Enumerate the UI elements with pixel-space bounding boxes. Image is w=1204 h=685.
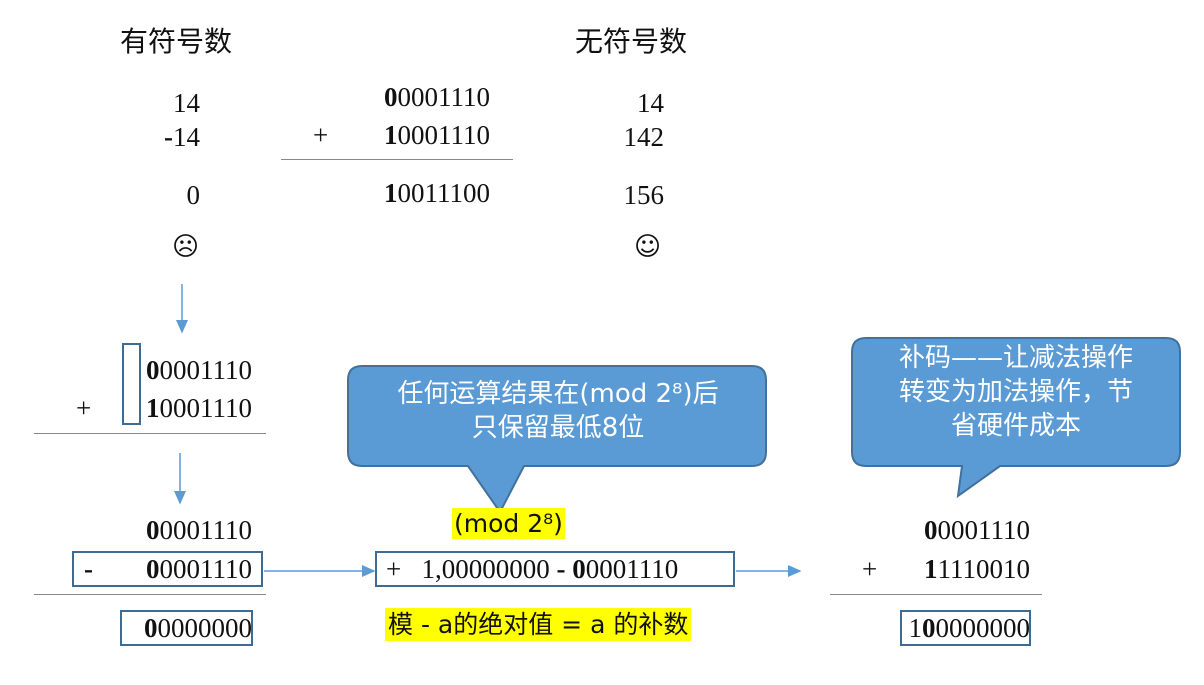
signed-value-b: -14 [164,124,200,151]
binary-sum-top: 10011100 [384,180,490,207]
bottom-operand-a: 00001110 [146,517,252,544]
right-sum-result-box [900,610,1031,646]
complement-definition: 模 - a的绝对值 = a 的补数 [385,608,692,641]
difference-rule [34,594,266,595]
plus-operator-expression: + [386,554,402,584]
result-bits: 0011100 [397,178,491,208]
difference-result: 00000000 [144,615,252,642]
signed-value-a: 14 [173,88,200,118]
magnitude-bits: 0001110 [159,393,253,423]
sign-bit: 1 [384,120,398,150]
unsigned-value-a: 14 [637,88,664,118]
unsigned-result: 156 [623,180,665,210]
signed-result: 0 [186,180,201,210]
modulus-value: 1,00000000 [421,554,550,584]
callout-complement-line-3: 省硬件成本 [950,410,1081,441]
minus-operator-expression: - [556,554,566,584]
complement-expression-box [375,551,735,587]
signed-title: 有符号数 [120,25,233,58]
unsigned-value-b: 142 [623,122,665,152]
sign-bit: 0 [146,355,160,385]
callout-complement-shape [851,337,1181,499]
magnitude-bits: 0001110 [159,515,253,545]
sign-bit: 0 [924,515,938,545]
callout-complement-text: 补码——让减法操作 转变为加法操作，节 省硬件成本 [856,342,1176,443]
mid-operand-b: 10001110 [146,395,252,422]
callout-mod-shape [347,365,767,514]
binary-operand-b: 10001110 [384,122,490,149]
result-bits: 0000000 [935,613,1031,643]
mid-operand-a: 00001110 [146,357,252,384]
magnitude-bits: 1110010 [937,554,1031,584]
sign-bit: 0 [144,613,158,643]
sign-bit: 0 [922,613,936,643]
sign-bit: 0 [146,515,160,545]
magnitude-bits: 0001110 [159,355,253,385]
callout-mod-line-2: 只保留最低8位 [471,412,645,443]
callout-mod-line-1: 任何运算结果在(mod 2⁸)后 [397,379,719,409]
callout-mod-text: 任何运算结果在(mod 2⁸)后 只保留最低8位 [356,378,760,446]
sign-bit: 1 [146,393,160,423]
callout-complement-line-1: 补码——让减法操作 [898,343,1133,373]
minus-operator: - [84,554,93,584]
plus-operator-top: + [313,120,329,150]
complement-expression: + 1,00000000 - 00001110 [386,556,678,583]
plus-operator-right: + [862,554,878,584]
magnitude-bits: 0001110 [397,120,491,150]
difference-result-box [120,610,253,646]
signed-value-b-digits: 14 [173,122,200,152]
result-bits: 0000000 [157,613,253,643]
sign-bit: 0 [572,554,586,584]
mod-label: (mod 2⁸) [452,508,565,539]
subtrahend-box [72,551,263,587]
magnitude-bits: 0001110 [397,82,491,112]
sum-rule-right [830,594,1042,595]
unsigned-title: 无符号数 [575,25,688,58]
minus-sign: - [164,122,173,152]
callout-complement-line-2: 转变为加法操作，节 [898,376,1133,407]
sign-bit: 0 [384,82,398,112]
plus-operator-mid: + [76,393,92,423]
bottom-operand-b: 00001110 [146,556,252,583]
binary-operand-a: 00001110 [384,84,490,111]
magnitude-bits: 0001110 [937,515,1031,545]
carry-bit: 1 [908,613,923,643]
right-operand-a: 00001110 [924,517,1030,544]
sad-face-icon: ☹ [172,232,200,262]
happy-face-icon: ☺ [634,232,662,262]
right-sum-result: 100000000 [909,615,1031,642]
sign-bit-column-box [122,343,141,425]
magnitude-bits: 0001110 [159,554,253,584]
right-operand-b: 11110010 [924,556,1030,583]
sign-bit: 0 [146,554,160,584]
sum-rule-top [281,159,513,160]
magnitude-bits: 0001110 [585,554,679,584]
sign-bit: 1 [924,554,938,584]
overflow-bit: 1 [384,178,398,208]
sum-rule-mid [34,433,266,434]
